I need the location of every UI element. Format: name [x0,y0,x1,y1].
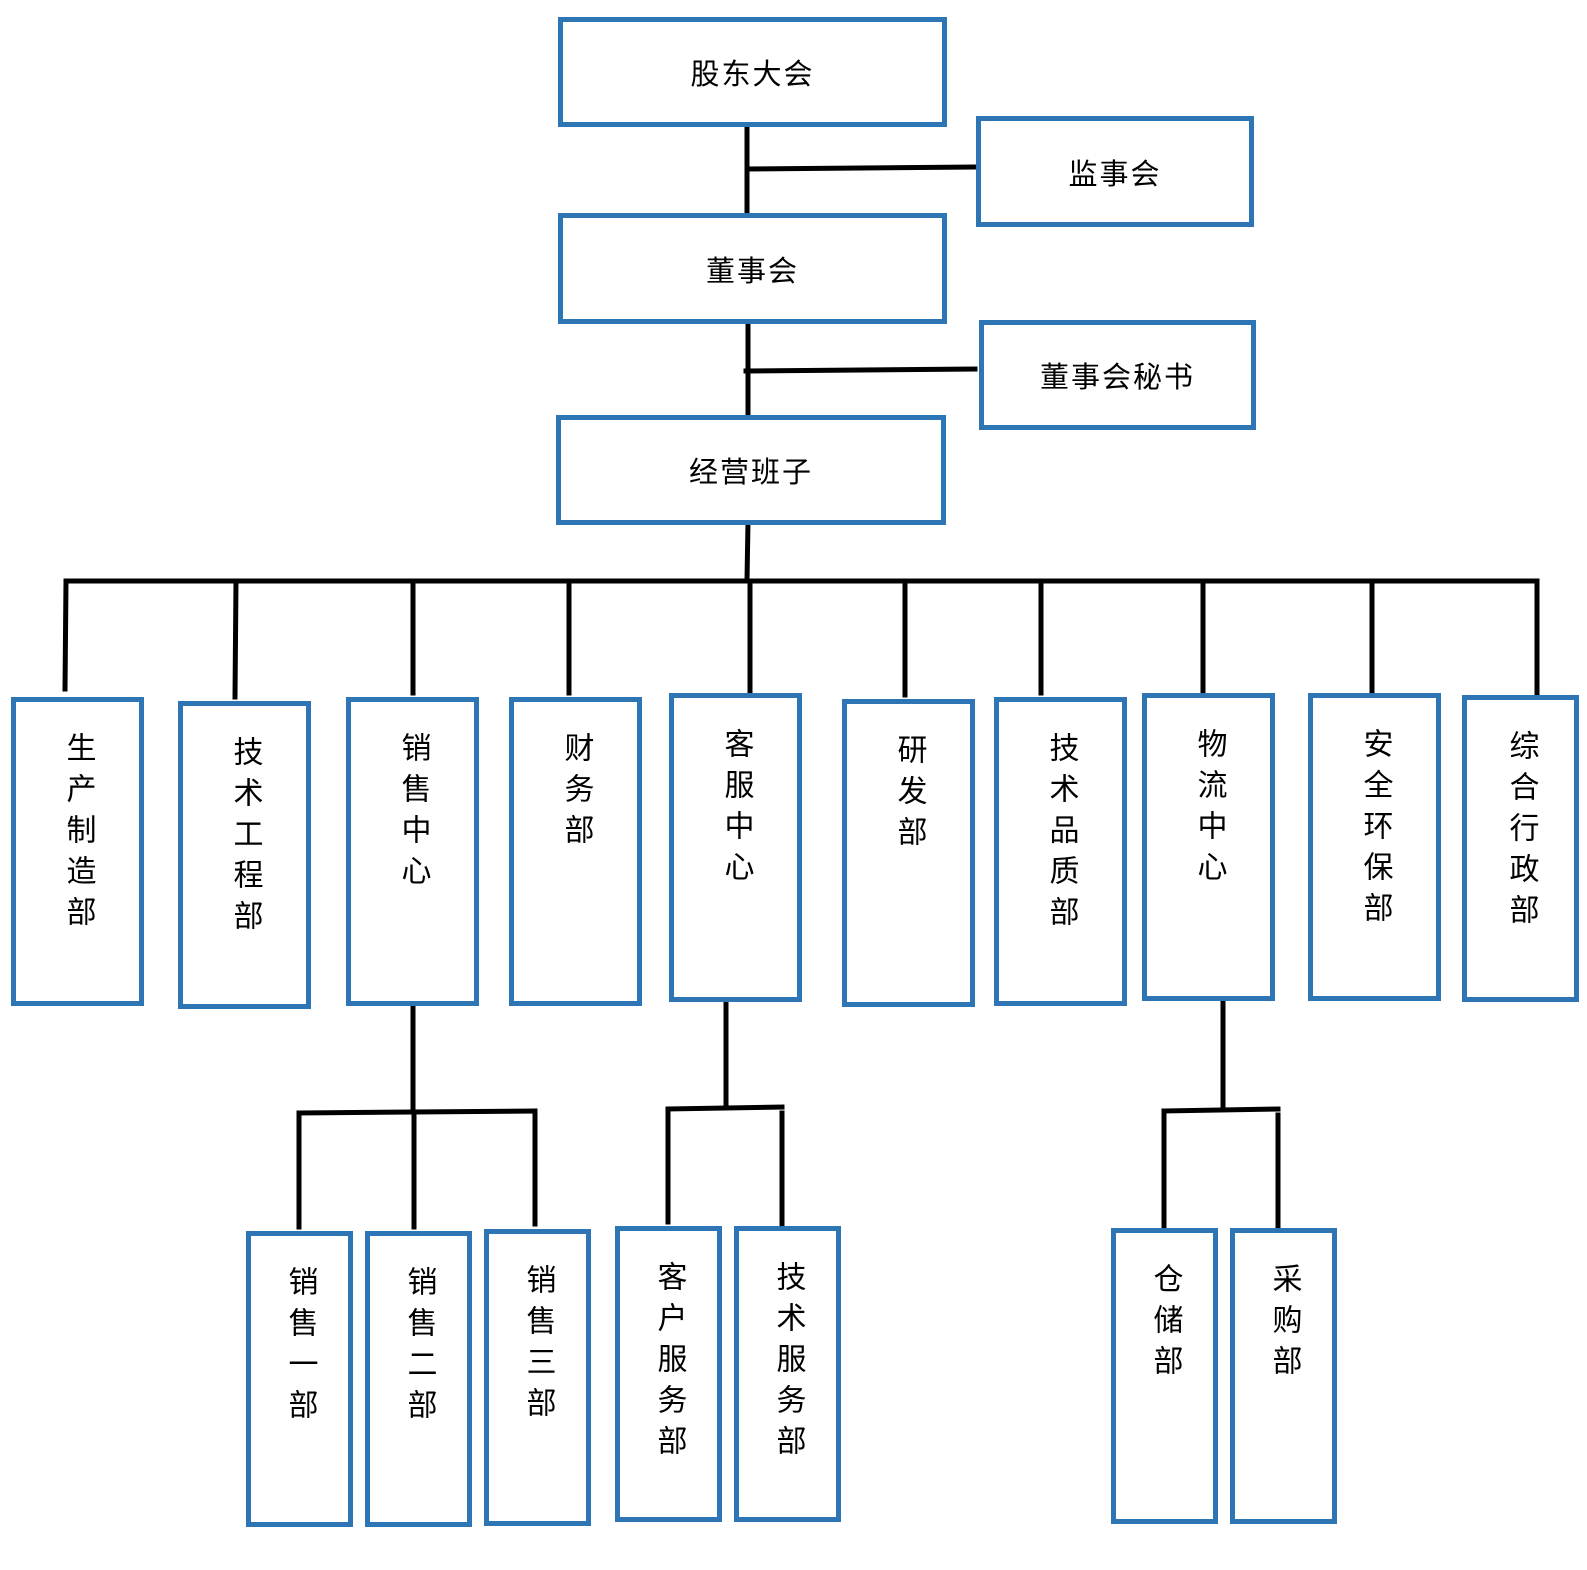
box-sales-center: 销售中心 [346,697,479,1006]
box-label: 监事会 [1068,156,1162,191]
box-production: 生产制造部 [11,697,144,1006]
box-finance: 财务部 [509,697,642,1006]
box-supervisory-board: 监事会 [976,116,1254,227]
connector-supervisory [744,164,977,172]
box-warehouse: 仓储部 [1111,1228,1218,1524]
box-tech-engineering: 技术工程部 [178,701,311,1009]
box-label: 技术品质部 [1043,732,1079,937]
box-label: 销售三部 [520,1264,556,1428]
box-label: 销售二部 [401,1266,437,1430]
drop-tech-engineering [232,578,239,700]
box-label: 研发部 [891,734,927,857]
box-sales-2: 销售二部 [365,1231,472,1527]
box-customer-service-center: 客服中心 [669,693,802,1002]
box-label: 技术服务部 [770,1261,806,1466]
box-label: 股东大会 [690,57,815,91]
sales-sub-bus [296,1108,538,1116]
box-label: 销售一部 [282,1266,318,1430]
box-label: 客户服务部 [651,1261,687,1466]
box-board-secretary: 董事会秘书 [979,320,1256,430]
box-logistics-center: 物流中心 [1142,693,1275,1001]
box-procurement: 采购部 [1230,1228,1337,1524]
box-label: 销售中心 [395,732,431,896]
box-label: 仓储部 [1147,1263,1183,1386]
box-tech-service: 技术服务部 [734,1226,841,1522]
box-label: 客服中心 [718,728,754,892]
logistics-sub-bus [1161,1106,1281,1114]
box-rnd: 研发部 [842,699,975,1007]
box-label: 董事会秘书 [1039,360,1195,394]
box-sales-3: 销售三部 [484,1229,591,1526]
box-shareholders: 股东大会 [558,17,947,127]
box-management: 经营班子 [556,415,946,525]
box-label: 生产制造部 [60,732,96,937]
box-label: 综合行政部 [1503,730,1539,935]
box-board: 董事会 [558,213,947,324]
box-label: 采购部 [1266,1263,1302,1386]
connector-secretary [743,366,978,374]
connector-management-bus [744,519,751,583]
box-tech-quality: 技术品质部 [994,697,1127,1006]
box-label: 财务部 [558,732,594,855]
box-safety-env: 安全环保部 [1308,693,1441,1001]
box-label: 技术工程部 [227,736,263,941]
box-customer-service: 客户服务部 [615,1226,722,1522]
cs-sub-bus [665,1104,785,1112]
box-label: 安全环保部 [1357,728,1393,933]
drop-production [62,578,69,692]
box-admin: 综合行政部 [1462,695,1579,1002]
box-label: 物流中心 [1191,728,1227,892]
box-sales-1: 销售一部 [246,1231,353,1527]
box-label: 董事会 [705,253,799,288]
box-label: 经营班子 [688,455,813,489]
